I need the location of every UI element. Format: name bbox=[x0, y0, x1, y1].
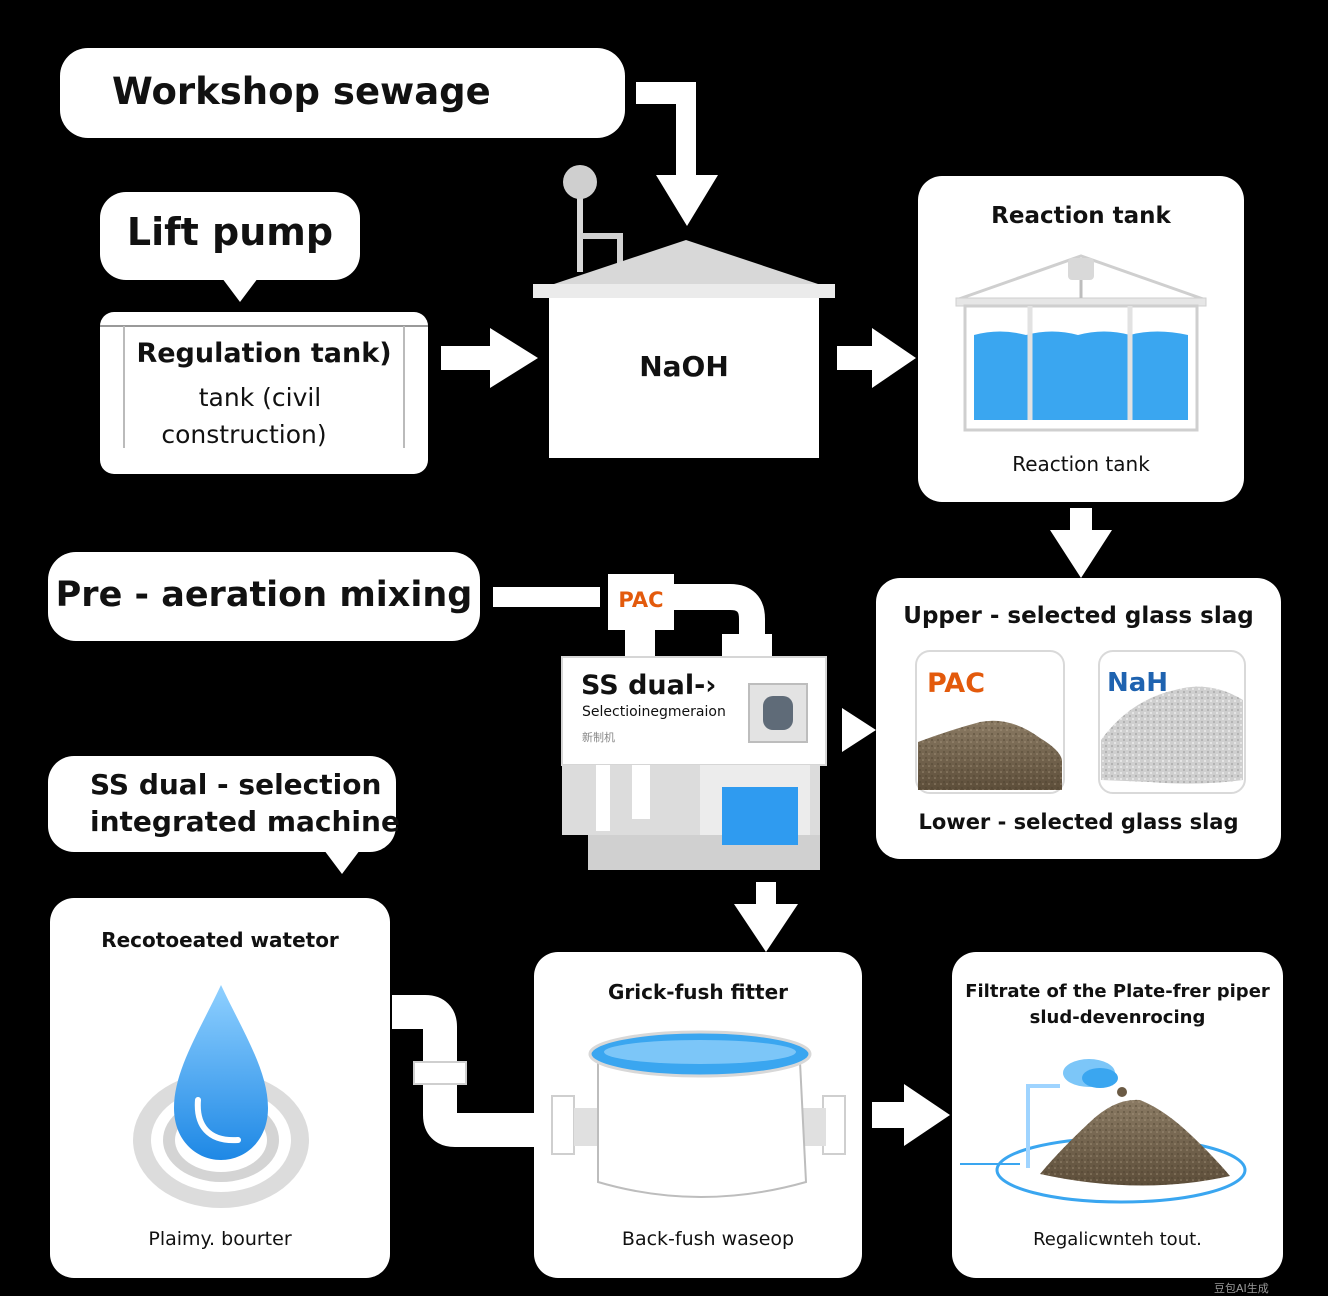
reclaimed-water-caption: Plaimy. bourter bbox=[148, 1228, 292, 1250]
filter-caption: Back-fush waseop bbox=[621, 1228, 795, 1250]
workshop-sewage-box bbox=[60, 48, 625, 138]
connecting-pipe bbox=[392, 995, 846, 1155]
glass-slag-card bbox=[876, 578, 1281, 859]
glass-slag-upper-label: Upper - selected glass slag bbox=[903, 603, 1254, 629]
water-drop-icon bbox=[133, 985, 309, 1208]
glass-slag-lower-label: Lower - selected glass slag bbox=[918, 810, 1239, 834]
arrow-icon bbox=[441, 82, 1112, 1146]
pre-aeration-box bbox=[48, 552, 480, 641]
sample-nah-label: NaH bbox=[1107, 668, 1169, 698]
filter-title: Grick-fush fitter bbox=[607, 980, 788, 1004]
ss-dual-label-line1: SS dual - selection bbox=[90, 768, 382, 801]
sludge-pile-icon bbox=[960, 1059, 1247, 1204]
filter-vessel bbox=[574, 1030, 826, 1198]
dosing-tank-label: NaOH bbox=[639, 350, 729, 383]
ss-dual-machine bbox=[493, 574, 827, 870]
lift-pump-label: Lift pump bbox=[126, 210, 334, 254]
plate-filter-title-line2: slud-devenrocing bbox=[1029, 1007, 1206, 1028]
pre-aeration-label: Pre - aeration mixing bbox=[55, 575, 473, 615]
regulation-tank-label-line3: construction) bbox=[161, 420, 327, 449]
plate-filter-caption: Regalicwnteh tout. bbox=[1033, 1229, 1202, 1250]
workshop-sewage-label: Workshop sewage bbox=[112, 70, 491, 113]
regulation-tank-box bbox=[100, 312, 428, 474]
lift-pump-bubble bbox=[100, 192, 360, 302]
dosing-tank bbox=[533, 165, 835, 458]
watermark: 豆包AI生成 bbox=[1214, 1282, 1269, 1295]
reaction-tank-title: Reaction tank bbox=[991, 203, 1171, 229]
ss-dual-bubble bbox=[48, 756, 396, 874]
machine-subtitle: Selectioinegmeraion bbox=[582, 704, 726, 720]
regulation-tank-label: Regulation tank) bbox=[136, 338, 392, 369]
reclaimed-water-title: Recotoeated watetor bbox=[101, 928, 339, 952]
pac-tag: PAC bbox=[618, 588, 664, 612]
reaction-tank-caption: Reaction tank bbox=[1012, 452, 1150, 476]
ss-dual-label-line2: integrated machine bbox=[90, 805, 400, 838]
plate-filter-title-line1: Filtrate of the Plate-frer piper bbox=[965, 981, 1270, 1002]
sample-pac-label: PAC bbox=[927, 668, 986, 699]
machine-small-text: 新制机 bbox=[582, 731, 615, 744]
reaction-tank-card bbox=[918, 176, 1244, 502]
machine-title: SS dual-› bbox=[581, 670, 717, 701]
regulation-tank-label-line2: tank (civil bbox=[198, 383, 322, 412]
